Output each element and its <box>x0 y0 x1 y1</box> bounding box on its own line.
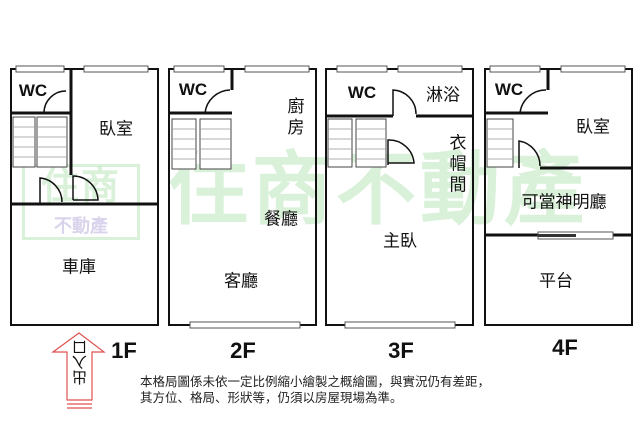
room-1f-wc: WC <box>18 81 48 100</box>
watermark-logo-top: 住商 <box>40 164 121 208</box>
room-4f-terrace: 平台 <box>539 271 573 292</box>
floor-4f-outline <box>484 68 633 326</box>
floor-3f-outline <box>325 68 474 326</box>
room-4f-shrine: 可當神明廳 <box>521 192 607 213</box>
watermark-logo-box <box>22 164 140 240</box>
entrance-label: 出入口 <box>71 340 89 385</box>
floor-1f-outline <box>10 68 159 326</box>
entrance-arrow <box>51 332 106 401</box>
floor-label-3f: 3F <box>388 338 414 363</box>
room-4f-bedroom: 臥室 <box>576 117 610 138</box>
room-3f-shower: 淋浴 <box>426 85 460 106</box>
room-2f-wc: WC <box>178 80 208 99</box>
disclaimer-line-2: 其方位、格局、形狀等，仍須以房屋現場為準。 <box>140 390 403 405</box>
room-1f-bedroom: 臥室 <box>99 119 133 140</box>
room-3f-wc: WC <box>347 83 377 102</box>
disclaimer: 本格局圖係未依一定比例縮小繪製之概繪圖，與實況仍有差距， 其方位、格局、形狀等，… <box>140 374 490 406</box>
watermark-logo-bottom: 不動產 <box>54 216 108 237</box>
room-3f-closet: 衣帽間 <box>445 133 466 197</box>
floor-label-4f: 4F <box>552 335 578 360</box>
floor-label-1f: 1F <box>111 338 137 363</box>
room-2f-dining: 餐廳 <box>264 209 298 230</box>
disclaimer-line-1: 本格局圖係未依一定比例縮小繪製之概繪圖，與實況仍有差距， <box>140 374 491 389</box>
room-4f-wc: WC <box>494 80 524 99</box>
room-3f-master: 主臥 <box>383 231 417 252</box>
room-1f-garage: 車庫 <box>62 257 96 278</box>
floor-label-2f: 2F <box>230 338 256 363</box>
room-2f-kitchen: 廚房 <box>283 97 304 139</box>
room-2f-living: 客廳 <box>224 271 258 292</box>
